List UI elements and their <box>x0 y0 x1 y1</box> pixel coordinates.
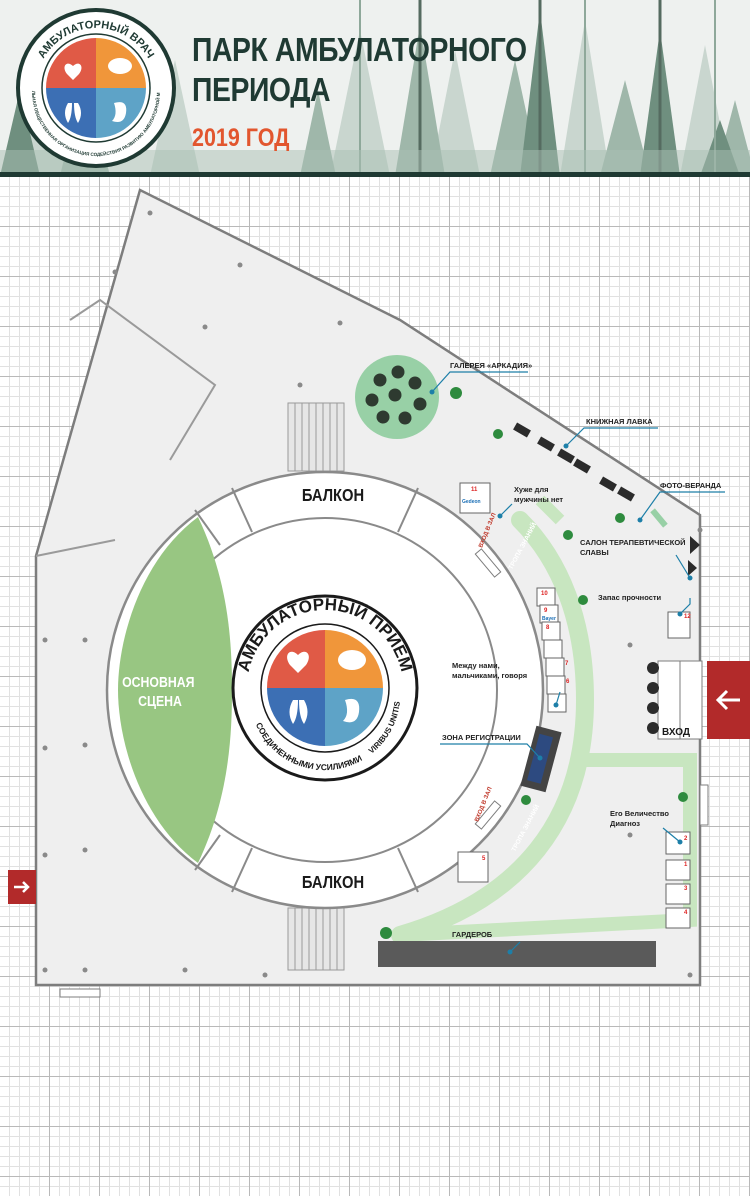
stairs-bottom <box>287 907 345 971</box>
label-cloakroom: ГАРДЕРОБ <box>452 930 493 939</box>
label-salon-1: САЛОН ТЕРАПЕВТИЧЕСКОЙ <box>580 538 686 547</box>
label-strength: Запас прочности <box>598 593 662 602</box>
label-salon-2: СЛАВЫ <box>580 548 609 557</box>
booth-number: 2 <box>684 836 688 842</box>
booth-number: 10 <box>541 591 548 597</box>
sponsor-bayer: Bayer <box>542 616 556 622</box>
floor-plan-svg: ОСНОВНАЯ СЦЕНА БАЛКОН БАЛКОН АМБУЛАТОРНЫ… <box>8 188 750 998</box>
label-bookshop: КНИЖНАЯ ЛАВКА <box>586 417 653 426</box>
label-gallery: ГАЛЕРЕЯ «АРКАДИЯ» <box>450 361 532 370</box>
floor-plan: ОСНОВНАЯ СЦЕНА БАЛКОН БАЛКОН АМБУЛАТОРНЫ… <box>0 177 750 1196</box>
booth-number: 1 <box>684 862 688 868</box>
page-title-line-1: ПАРК АМБУЛАТОРНОГО <box>192 31 527 68</box>
callout-lines <box>431 371 725 953</box>
booth-number: 7 <box>565 661 569 667</box>
forest-background <box>0 0 750 176</box>
wing-corridor <box>69 298 217 461</box>
sponsor-gedeon: Gedeon <box>462 499 481 505</box>
label-between-us-1: Между нами, <box>452 661 500 670</box>
bookshop-tables <box>513 422 635 502</box>
label-diagnosis-2: Диагноз <box>610 819 640 828</box>
balcony-top-label: БАЛКОН <box>302 486 364 506</box>
label-photo-veranda: ФОТО-ВЕРАНДА <box>660 481 722 490</box>
main-stage-label-line-2: СЦЕНА <box>138 693 182 709</box>
page-year: 2019 ГОД <box>192 124 290 152</box>
callout-dots <box>429 389 693 955</box>
gallery-arcadia <box>355 355 439 439</box>
label-diagnosis-1: Его Величество <box>610 809 669 818</box>
page-title-line-2: ПЕРИОДА <box>192 71 331 108</box>
label-registration: ЗОНА РЕГИСТРАЦИИ <box>442 733 521 742</box>
booth-number: 6 <box>566 679 570 685</box>
booth-number: 11 <box>471 487 478 493</box>
trees <box>380 387 688 939</box>
booth-number: 9 <box>544 608 548 614</box>
header-logo: АМБУЛАТОРНЫЙ ВРАЧ РЕГИОНАЛЬНАЯ ОБЩЕСТВЕН… <box>16 8 176 168</box>
knowledge-trail <box>391 511 595 944</box>
booth-number: 8 <box>546 625 550 631</box>
label-worse-for-men-2: мужчины нет <box>514 495 563 504</box>
booth-number: 3 <box>684 886 688 892</box>
booth-number: 12 <box>684 614 691 620</box>
entrance-label: ВХОД <box>662 727 690 738</box>
stairs-top <box>287 402 345 472</box>
label-worse-for-men-1: Хуже для <box>514 485 549 494</box>
label-between-us-2: мальчиками, говоря <box>452 671 527 680</box>
main-entrance-arrow[interactable] <box>707 661 750 739</box>
booth-number: 4 <box>684 910 688 916</box>
main-stage <box>118 517 232 863</box>
header-divider <box>0 172 750 177</box>
center-logo: АМБУЛАТОРНЫЙ ПРИЕМ СОЕДИНЕННЫМИ УСИЛИЯМИ… <box>231 594 419 782</box>
side-entrance-arrow[interactable] <box>8 870 36 904</box>
balcony-bottom-label: БАЛКОН <box>302 873 364 893</box>
header-banner: АМБУЛАТОРНЫЙ ВРАЧ РЕГИОНАЛЬНАЯ ОБЩЕСТВЕН… <box>0 0 750 176</box>
main-stage-label: ОСНОВНАЯ СЦЕНА <box>122 674 198 709</box>
booth-number: 5 <box>482 856 486 862</box>
main-stage-label-line-1: ОСНОВНАЯ <box>122 674 194 690</box>
